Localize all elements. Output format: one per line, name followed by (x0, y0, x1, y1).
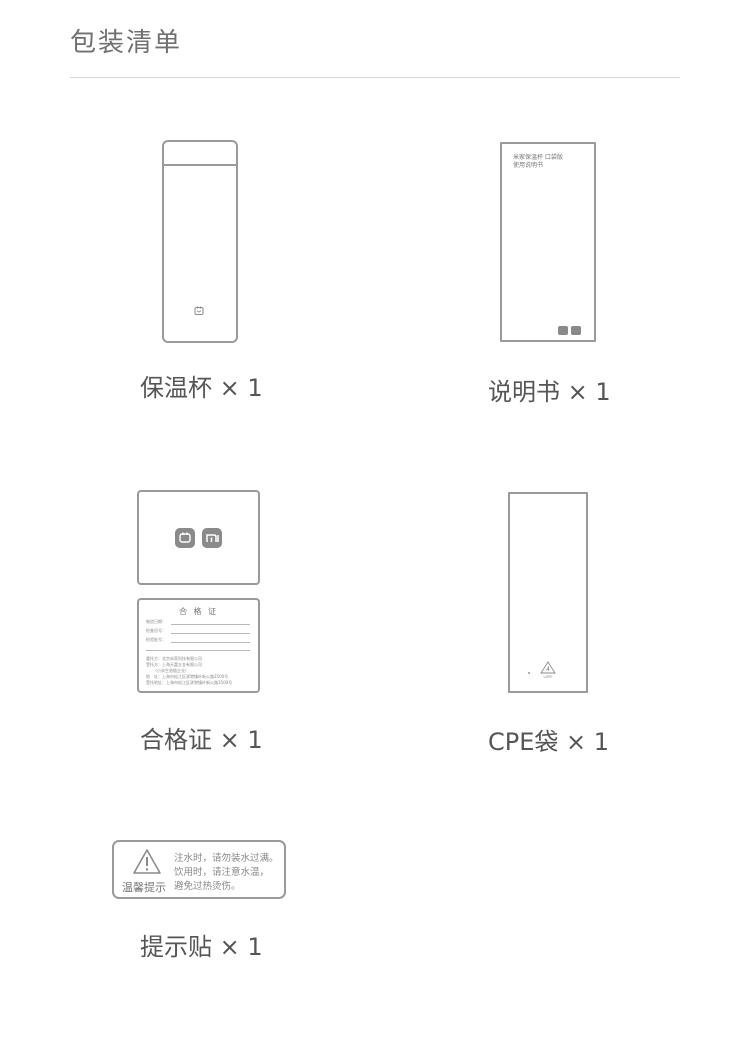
sticker-text: 注水时，请勿装水过满。 饮用时，请注意水温， 避免过热烫伤。 (174, 853, 279, 892)
certificate-field-line (171, 633, 250, 634)
page-title: 包装清单 (70, 28, 183, 58)
certificate-field: 制造日期： (146, 619, 166, 624)
reminder-sticker-illustration: 温馨提示 注水时，请勿装水过满。 饮用时，请注意水温， 避免过热烫伤。 (112, 840, 286, 899)
certificate-fine-print: 地 址：上海市松江区泖港镇叶新公路3500号 (146, 674, 229, 679)
sticker-caption: 提示贴 × 1 (140, 933, 263, 961)
certificate-field-line (171, 642, 250, 643)
sticker-label: 温馨提示 (122, 881, 166, 894)
certificate-fine-print: 受托方：上海天富五金有限公司 (146, 662, 202, 667)
certificate-field-line (171, 624, 250, 625)
manual-illustration: 米家保温杯 口袋版 使用说明书 (500, 142, 596, 342)
warning-icon (133, 849, 161, 874)
recycle-label: LDPE (544, 675, 553, 679)
bottle-caption: 保温杯 × 1 (140, 374, 263, 402)
bag-mark (528, 672, 530, 674)
certificate-field: 检查员号： (146, 628, 166, 633)
certificate-caption: 合格证 × 1 (140, 726, 263, 754)
bottle-cap-line (164, 164, 236, 166)
manual-cover-title: 米家保温杯 口袋版 使用说明书 (513, 154, 563, 169)
certificate-card-illustration (137, 490, 260, 585)
certificate-sheet-illustration: 合 格 证 制造日期： 检查员号： 检验批号： 委托方：北京米家科技有限公司 受… (137, 598, 260, 693)
mijia-logo-icon (194, 306, 204, 315)
header-divider (70, 77, 680, 78)
certificate-divider (146, 650, 250, 651)
certificate-fine-print: （小米生态链企业） (153, 668, 189, 673)
mi-logo-icon (202, 528, 222, 548)
certificate-fine-print: 委托方：北京米家科技有限公司 (146, 656, 202, 661)
manual-logos (558, 320, 584, 339)
manual-caption: 说明书 × 1 (488, 378, 611, 406)
recycle-triangle-icon: 4 LDPE (540, 661, 556, 679)
certificate-title: 合 格 证 (178, 607, 219, 616)
bottle-illustration (162, 140, 238, 343)
mijia-logo-icon (175, 528, 195, 548)
recycle-number: 4 (546, 666, 550, 673)
cpe-bag-caption: CPE袋 × 1 (488, 728, 610, 756)
cpe-bag-illustration: 4 LDPE (508, 492, 588, 693)
certificate-fine-print: 受托地址：上海市松江区泖港镇叶新公路3500号 (146, 680, 233, 685)
certificate-field: 检验批号： (146, 637, 166, 642)
mijia-logo-icon (558, 326, 568, 335)
mi-logo-icon (571, 326, 581, 335)
